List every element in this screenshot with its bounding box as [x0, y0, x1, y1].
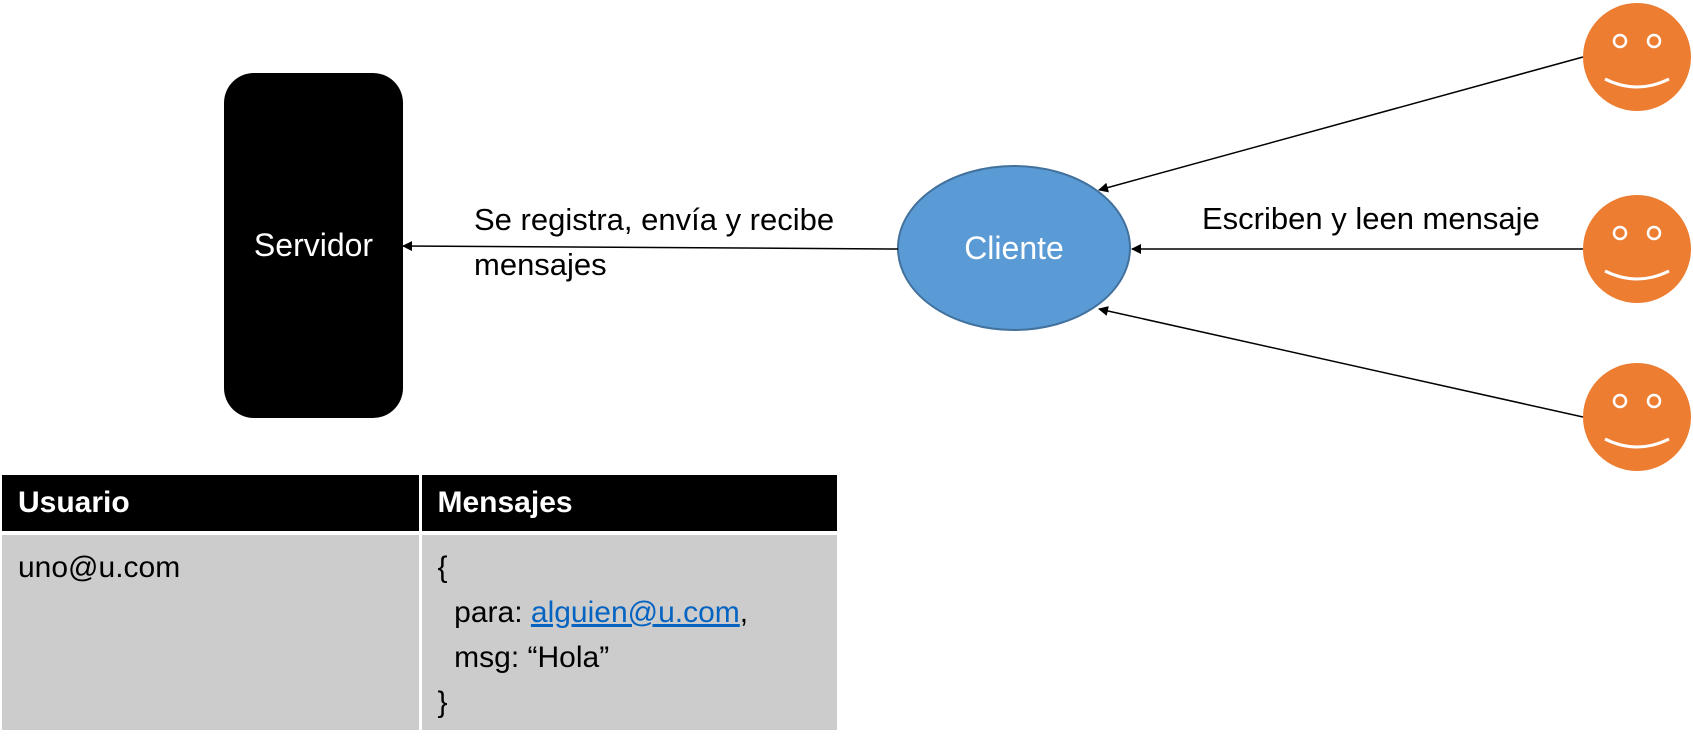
json-para-line: para: alguien@u.com, [438, 590, 838, 635]
client-label: Cliente [964, 229, 1064, 266]
json-close-brace: } [437, 686, 448, 719]
users-messages-table: Usuario Mensajes uno@u.com { para: algui… [2, 475, 837, 730]
email-link[interactable]: alguien@u.com [530, 596, 740, 629]
edge-label-client-server-line1: Se registra, envía y recibe [474, 202, 835, 237]
arrow-user1-to-client [1098, 56, 1584, 193]
edge-label-client-server-line2: mensajes [474, 247, 607, 282]
user-2-smiley-icon [1583, 195, 1691, 303]
json-para-suffix: , [739, 596, 749, 629]
column-header-usuario: Usuario [2, 475, 422, 535]
arrow-user3-to-client [1098, 306, 1584, 418]
cell-usuario: uno@u.com [2, 533, 422, 730]
user-1-smiley-icon [1583, 3, 1691, 111]
json-para-key: para: [437, 596, 531, 629]
json-msg-line: msg: “Hola” [437, 641, 610, 674]
table-header-row: Usuario Mensajes [2, 475, 837, 535]
server-node: Servidor [224, 73, 403, 418]
column-header-mensajes: Mensajes [420, 475, 837, 535]
user-3-smiley-icon [1583, 363, 1691, 471]
client-node [897, 165, 1131, 331]
edge-label-users-client: Escriben y leen mensaje [1202, 201, 1540, 236]
table-row: uno@u.com { para: alguien@u.com, msg: “H… [2, 533, 837, 730]
cell-mensajes: { para: alguien@u.com, msg: “Hola” } [420, 533, 837, 730]
arrow-client-to-server [402, 241, 899, 252]
server-label: Servidor [253, 227, 374, 263]
json-open-brace: { [437, 551, 448, 584]
